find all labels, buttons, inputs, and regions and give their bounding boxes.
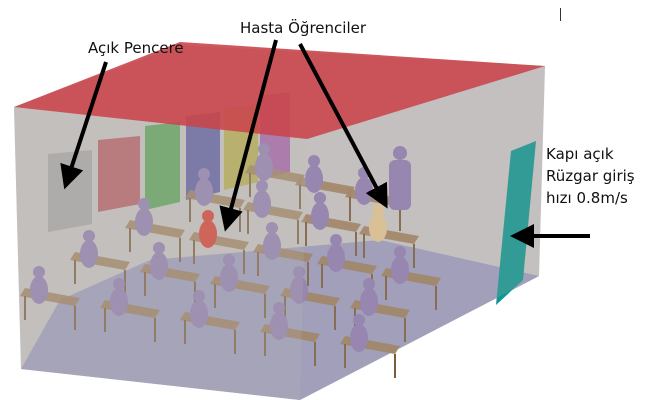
student-body: [190, 300, 208, 328]
text-cursor: [560, 8, 561, 21]
door-label: Kapı açık Rüzgar giriş hızı 0.8m/s: [546, 143, 635, 209]
student-body: [327, 244, 345, 272]
student-head: [223, 254, 235, 266]
student-body: [369, 214, 387, 242]
student-body: [360, 288, 378, 316]
side-wall: [300, 66, 545, 400]
student-body: [220, 264, 238, 292]
roof: [14, 42, 545, 139]
student-head: [353, 314, 365, 326]
front-wall: [14, 107, 307, 400]
student-head: [273, 302, 285, 314]
window-3: [145, 122, 180, 210]
teacher-head: [393, 146, 407, 160]
student-head: [153, 242, 165, 254]
desks-and-students: [20, 143, 441, 378]
student-body: [150, 252, 168, 280]
door-label-line2: Rüzgar giriş: [546, 167, 635, 185]
student-head: [113, 278, 125, 290]
student-head: [314, 192, 326, 204]
student-head: [202, 210, 214, 222]
student-head: [83, 230, 95, 242]
student-head: [258, 143, 270, 155]
door-label-line1: Kapı açık: [546, 145, 614, 163]
student-head: [256, 180, 268, 192]
student-head: [394, 246, 406, 258]
student-head: [138, 198, 150, 210]
student-head: [266, 222, 278, 234]
student-body: [305, 165, 323, 193]
student-head: [198, 168, 210, 180]
window-4: [186, 112, 220, 200]
student-body: [391, 256, 409, 284]
student-head: [193, 290, 205, 302]
student-body: [80, 240, 98, 268]
door-label-line3: hızı 0.8m/s: [546, 189, 628, 207]
student-body: [270, 312, 288, 340]
student-head: [33, 266, 45, 278]
student-body: [253, 190, 271, 218]
student-body: [199, 220, 217, 248]
student-head: [330, 234, 342, 246]
student-body: [255, 153, 273, 181]
student-head: [308, 155, 320, 167]
open-window-label: Açık Pencere: [88, 39, 184, 57]
student-head: [363, 278, 375, 290]
student-body: [290, 276, 308, 304]
arrow-window: [60, 61, 108, 190]
student-body: [195, 178, 213, 206]
window-2: [98, 136, 140, 212]
student-body: [263, 232, 281, 260]
student-body: [30, 276, 48, 304]
open-door: [496, 141, 536, 305]
student-head: [293, 266, 305, 278]
arrow-sick-2: [298, 43, 388, 209]
sick-students-label: Hasta Öğrenciler: [240, 19, 367, 37]
student-body: [311, 202, 329, 230]
arrow-sick-1: [219, 39, 278, 232]
student-body: [135, 208, 153, 236]
student-body: [110, 288, 128, 316]
student-body: [350, 324, 368, 352]
teacher-body: [389, 160, 411, 210]
